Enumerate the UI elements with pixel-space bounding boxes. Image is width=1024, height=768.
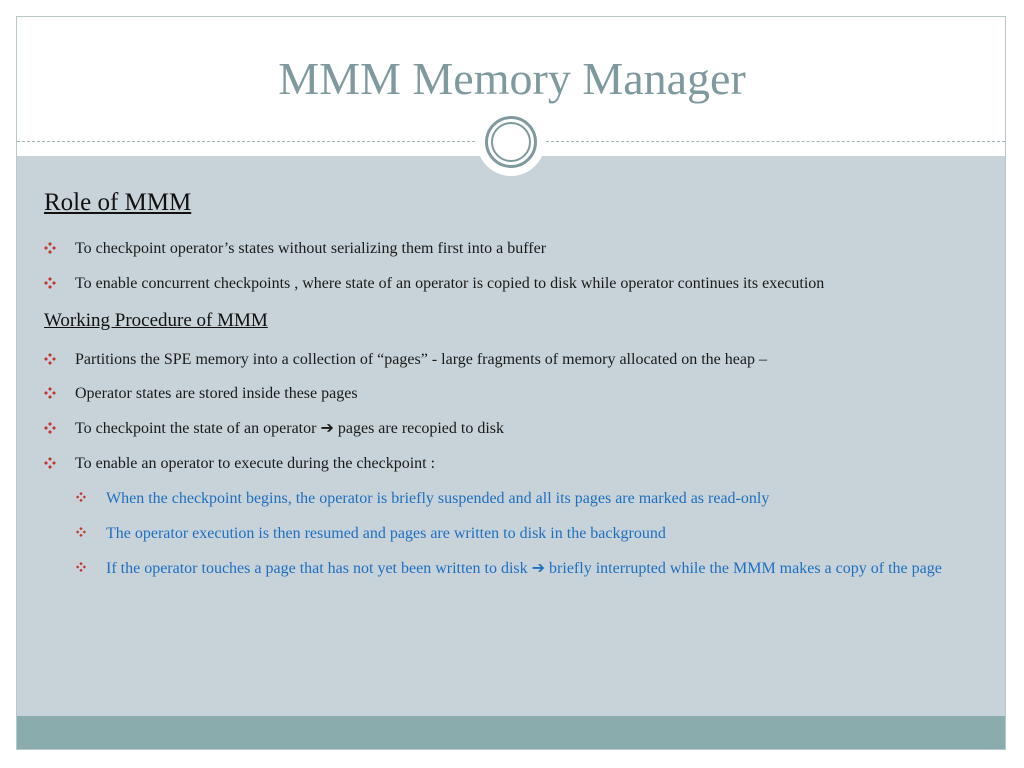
list-item-text: Operator states are stored inside these … [75, 385, 358, 402]
double-ring-emblem-icon [477, 108, 545, 176]
divider-right [541, 141, 1005, 142]
sub-list-item-text: The operator execution is then resumed a… [106, 525, 666, 542]
footer-band [17, 716, 1005, 749]
sub-list-item-text: When the checkpoint begins, the operator… [106, 490, 770, 507]
list-item-text: To enable concurrent checkpoints , where… [75, 275, 825, 292]
diamond-bullet-icon [44, 457, 56, 469]
section-heading-procedure: Working Procedure of MMM [44, 310, 268, 331]
section-heading-role: Role of MMM [44, 189, 192, 216]
slide-title: MMM Memory Manager [278, 53, 746, 104]
list-item-text: To checkpoint the state of an operator ➔… [75, 420, 505, 437]
diamond-bullet-icon [76, 492, 86, 502]
sub-list-item-text: If the operator touches a page that has … [106, 560, 942, 577]
diamond-bullet-icon [44, 422, 56, 434]
diamond-bullet-icon [44, 277, 56, 289]
list-item-text: Partitions the SPE memory into a collect… [75, 351, 767, 368]
diamond-bullet-icon [76, 527, 86, 537]
diamond-bullet-icon [44, 242, 56, 254]
list-item-text: To enable an operator to execute during … [75, 455, 436, 472]
content-panel [17, 156, 1005, 716]
list-item-text: To checkpoint operator’s states without … [75, 240, 547, 257]
diamond-bullet-icon [44, 353, 56, 365]
divider-left [17, 141, 485, 142]
diamond-bullet-icon [76, 562, 86, 572]
diamond-bullet-icon [44, 387, 56, 399]
